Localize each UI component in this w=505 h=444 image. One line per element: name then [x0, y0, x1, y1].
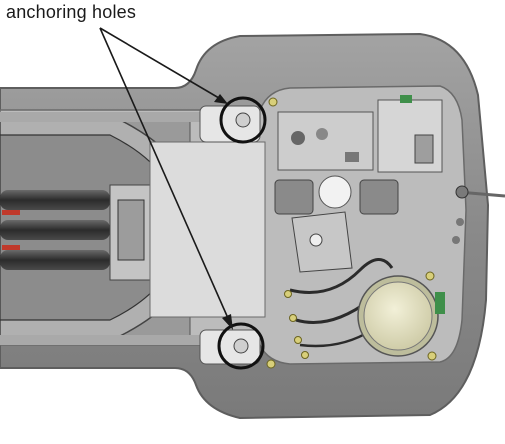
dot-1	[456, 218, 464, 226]
screw-5	[284, 290, 292, 298]
arrowhead-top	[214, 94, 228, 104]
center-panel	[149, 141, 266, 318]
cutout-right	[359, 179, 399, 215]
board-knob-1	[291, 131, 305, 145]
red-marker-2	[2, 245, 20, 250]
top-rail	[0, 112, 260, 122]
mount-bracket-knob	[309, 233, 323, 247]
wire-1	[289, 258, 394, 294]
bottom-rail	[0, 335, 260, 345]
dot-2	[452, 236, 460, 244]
boss-bottom	[199, 329, 261, 365]
screw-6	[289, 314, 297, 322]
screw-1	[268, 97, 278, 107]
leader-line-top	[99, 27, 225, 102]
rod-2	[0, 220, 110, 240]
rod-3	[0, 250, 110, 270]
round-cutout	[318, 175, 352, 209]
arrowhead-bottom	[222, 314, 233, 330]
rod-1	[0, 190, 110, 210]
anchoring-hole-bottom	[233, 338, 249, 354]
screw-7	[294, 336, 302, 344]
red-marker-1	[2, 210, 20, 215]
frame-bracket-slot	[117, 199, 145, 261]
screw-2	[266, 359, 276, 369]
speaker	[363, 281, 433, 351]
side-port	[455, 185, 469, 199]
screw-4	[427, 351, 437, 361]
leader-line-bottom	[99, 27, 232, 326]
screw-3	[425, 271, 435, 281]
callout-circle-bottom	[217, 322, 265, 370]
pcb-green-part	[400, 95, 412, 103]
cutout-left	[274, 179, 314, 215]
board-chip	[345, 152, 359, 162]
anchoring-hole-top	[235, 112, 251, 128]
screw-8	[301, 351, 309, 359]
callout-circle-top	[219, 96, 267, 144]
pcb-connector	[414, 134, 434, 164]
callout-label: anchoring holes	[6, 2, 137, 22]
board-knob-2	[316, 128, 328, 140]
speaker-tab	[435, 292, 445, 314]
